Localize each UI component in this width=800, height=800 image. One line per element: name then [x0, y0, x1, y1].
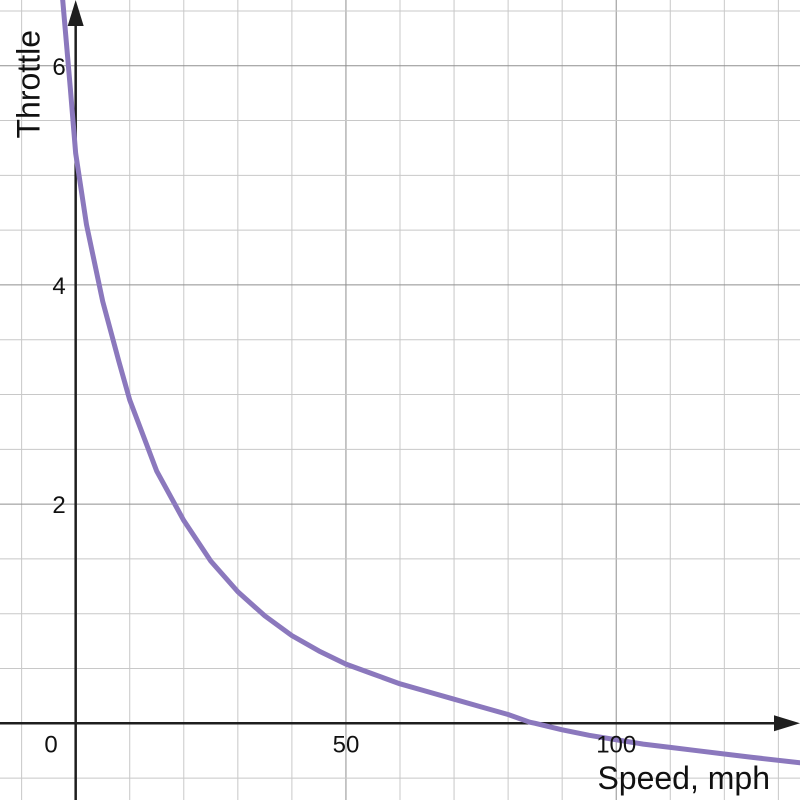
y-tick-label: 2 — [52, 492, 65, 519]
series-curve-0 — [60, 0, 800, 766]
y-axis-arrow-icon — [67, 0, 84, 26]
curve-layer — [60, 0, 800, 766]
y-tick-label: 6 — [52, 54, 65, 81]
origin-tick-label: 0 — [44, 731, 57, 758]
y-axis-title: Throttle — [11, 30, 47, 138]
x-axis-arrow-icon — [774, 715, 800, 732]
x-tick-label: 100 — [596, 731, 636, 758]
x-axis-title: Speed, mph — [597, 760, 770, 796]
x-tick-label: 50 — [333, 731, 360, 758]
y-tick-label: 4 — [52, 273, 65, 300]
